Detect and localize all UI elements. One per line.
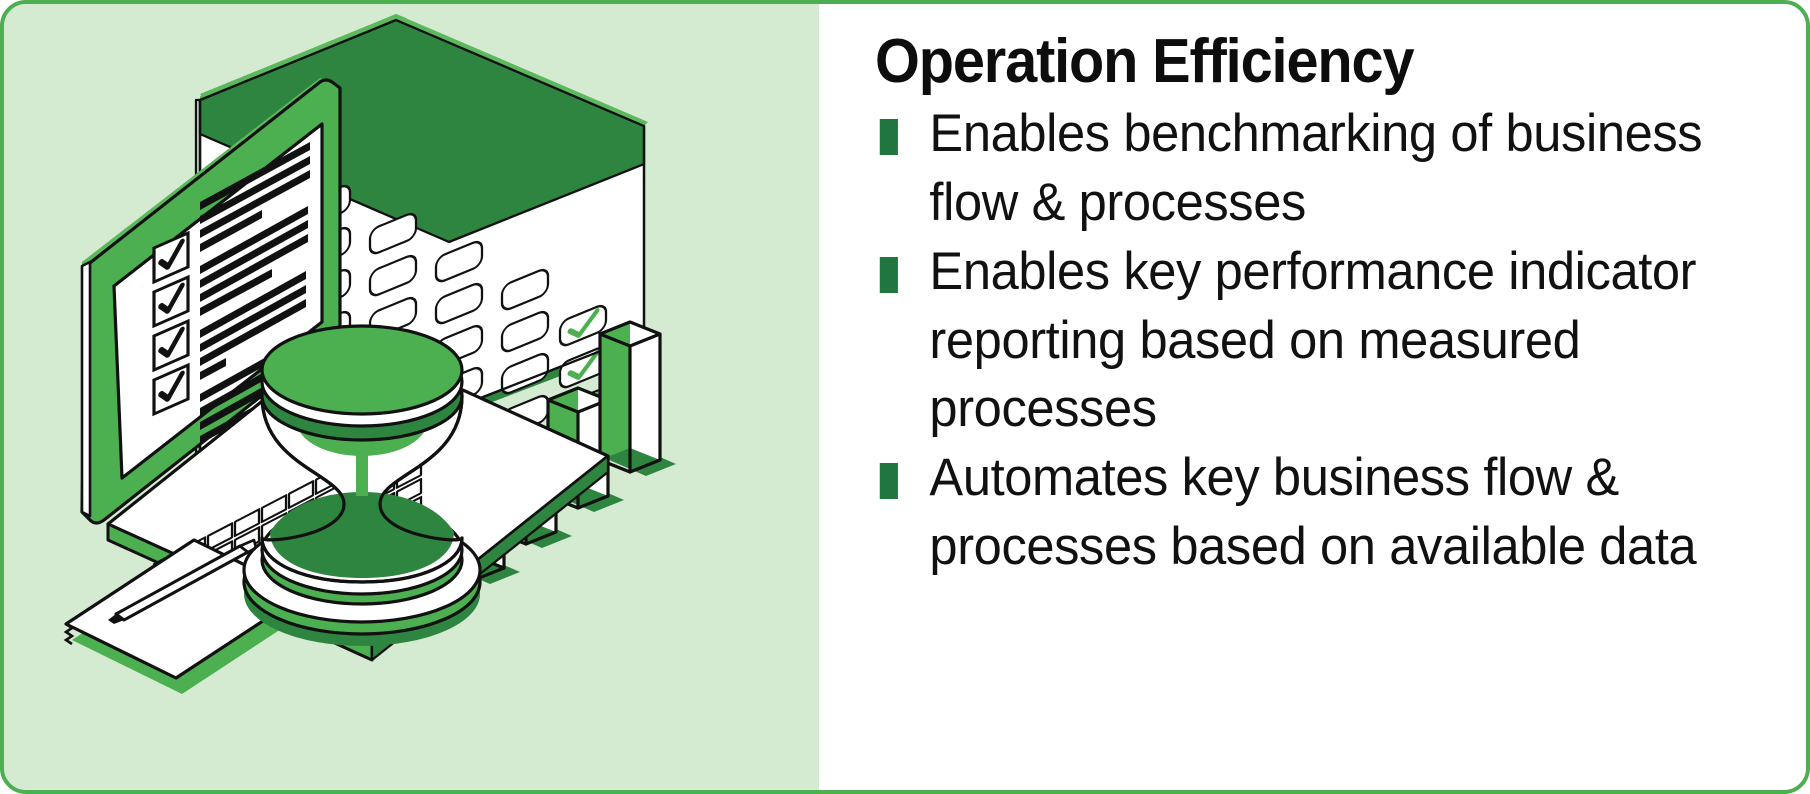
- list-item: Automates key business flow & processes …: [875, 444, 1726, 581]
- benefit-list: Enables benchmarking of business flow & …: [875, 100, 1766, 582]
- checklist-screen: [152, 230, 190, 417]
- bullet-square-icon: [879, 463, 898, 500]
- page-title: Operation Efficiency: [875, 27, 1415, 96]
- list-item-label: Enables benchmarking of business flow & …: [929, 104, 1703, 232]
- bar-4: [598, 320, 662, 474]
- illustration-panel: .ln { fill:none; stroke:#111; stroke-wid…: [4, 4, 819, 790]
- hourglass: [242, 324, 482, 646]
- pencil: [108, 538, 258, 624]
- bullet-square-icon: [879, 257, 898, 294]
- list-item-label: Enables key performance indicator report…: [929, 242, 1697, 438]
- list-item-label: Automates key business flow & processes …: [929, 448, 1697, 576]
- list-item: Enables key performance indicator report…: [875, 238, 1726, 443]
- bullet-square-icon: [879, 119, 898, 156]
- list-item: Enables benchmarking of business flow & …: [875, 100, 1726, 237]
- business-analytics-illustration: .ln { fill:none; stroke:#111; stroke-wid…: [63, 14, 676, 694]
- content-panel: Operation Efficiency Enables benchmarkin…: [819, 4, 1806, 790]
